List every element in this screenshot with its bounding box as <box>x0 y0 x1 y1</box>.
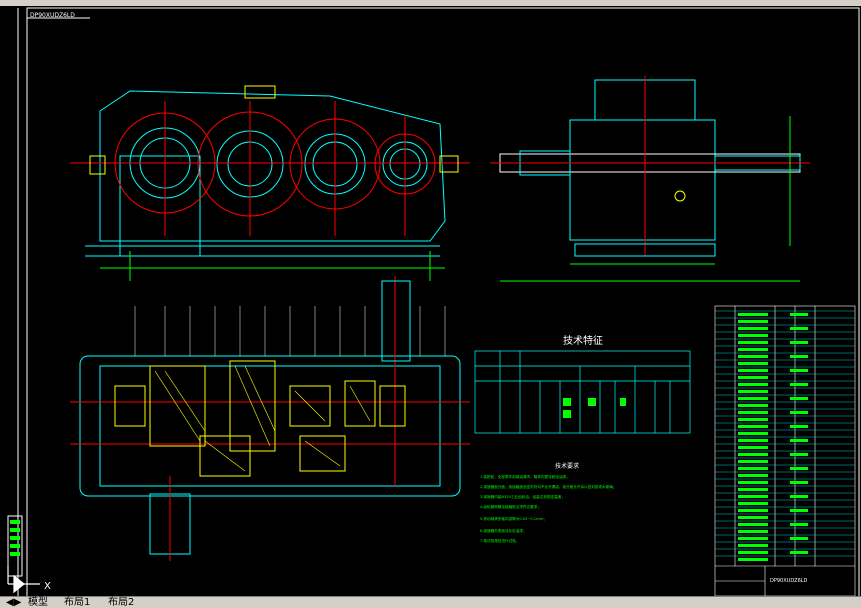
parts-row-text-mark <box>738 509 768 512</box>
parts-row-text-mark <box>738 488 768 491</box>
title-block-top-label: DP90XUDZ6LD <box>30 12 75 19</box>
parts-row-text-mark <box>790 411 808 414</box>
parts-row-text-mark <box>738 341 768 344</box>
parts-row-text-mark <box>738 495 768 498</box>
tab-layout2[interactable]: 布局2 <box>108 597 135 608</box>
parts-row-text-mark <box>738 362 768 365</box>
parts-row-text-mark <box>738 411 768 414</box>
ucs-x-label: X <box>44 581 51 592</box>
tech-req-line: 6.减速器外表面涂灰色油漆； <box>480 528 527 533</box>
parts-row-text-mark <box>738 530 768 533</box>
parts-row-text-mark <box>738 397 768 400</box>
ucs-icon <box>7 566 40 594</box>
parts-row-text-mark <box>790 453 808 456</box>
tab-nav-arrows[interactable]: ◀▶ <box>6 597 22 608</box>
front-view <box>70 85 470 281</box>
parts-row-text-mark <box>790 495 808 498</box>
technical-title: 技术特征 <box>563 334 603 347</box>
parts-row-text-mark <box>738 404 768 407</box>
parts-row-text-mark <box>738 425 768 428</box>
parts-row-text-mark <box>738 502 768 505</box>
parts-row-text-mark <box>738 467 768 470</box>
parts-row-text-mark <box>738 432 768 435</box>
parts-row-text-mark <box>738 320 768 323</box>
layer-legend <box>7 515 23 577</box>
parts-row-text-mark <box>738 537 768 540</box>
tech-req-line: 3.减速器内装N320工业齿轮油，油量达到规定高度； <box>480 494 565 499</box>
plan-view <box>70 276 470 561</box>
parts-row-text-mark <box>790 369 808 372</box>
drawing-border <box>26 7 860 599</box>
tech-req-line: 7.按试验规范进行试验。 <box>480 538 519 543</box>
tech-req-line: 5.滚动轴承的轴向游隙为0.05~0.1mm； <box>480 516 547 521</box>
parts-row-text-mark <box>738 376 768 379</box>
parts-row-text-mark <box>790 551 808 554</box>
parts-row-text-mark <box>790 341 808 344</box>
parts-row-text-mark <box>790 383 808 386</box>
parts-row-text-mark <box>790 467 808 470</box>
parts-row-text-mark <box>790 439 808 442</box>
parts-row-text-mark <box>738 355 768 358</box>
parts-row-text-mark <box>738 481 768 484</box>
tab-model[interactable]: 模型 <box>28 597 48 608</box>
parts-row-text-mark <box>790 313 808 316</box>
drawing-canvas[interactable]: DP90XUDZ6LD <box>0 6 861 599</box>
tech-req-line: 1.装配前，全部零件用煤油清洗，箱体内壁涂耐油油漆； <box>480 474 570 479</box>
parts-row-text-mark <box>738 460 768 463</box>
parts-row-text-mark <box>790 397 808 400</box>
parts-row-text-mark <box>738 418 768 421</box>
technical-table <box>474 350 691 434</box>
parts-row-text-mark <box>790 355 808 358</box>
parts-row-text-mark <box>790 523 808 526</box>
tech-req-list: 1.装配前，全部零件用煤油清洗，箱体内壁涂耐油油漆； 2.减速器剖分面、各接触面… <box>480 474 616 543</box>
tech-req-title: 技术要求 <box>555 462 579 470</box>
parts-row-text-mark <box>738 313 768 316</box>
parts-row-text-mark <box>738 523 768 526</box>
parts-row-text-mark <box>738 348 768 351</box>
cad-drawing: DP90XUDZ6LD <box>7 7 860 599</box>
parts-row-text-mark <box>738 558 768 561</box>
parts-row-text-mark <box>790 425 808 428</box>
tab-layout1[interactable]: 布局1 <box>64 597 91 608</box>
parts-row-text-mark <box>738 334 768 337</box>
parts-row-text-mark <box>738 544 768 547</box>
parts-row-text-mark <box>738 551 768 554</box>
parts-row-text-mark <box>790 481 808 484</box>
parts-row-text-mark <box>738 369 768 372</box>
tech-req-line: 2.减速器剖分面、各接触面及密封处均不允许漏油，剖分面允许涂以密封胶或水玻璃； <box>480 484 616 489</box>
parts-row-text-mark <box>738 453 768 456</box>
parts-row-text-mark <box>738 446 768 449</box>
parts-row-text-mark <box>738 383 768 386</box>
parts-row-text-mark <box>790 327 808 330</box>
tech-req-line: 4.齿轮副侧隙及接触斑点须符合要求； <box>480 504 541 509</box>
parts-row-text-mark <box>790 537 808 540</box>
layout-tabs: ◀▶ 模型 布局1 布局2 <box>0 596 861 608</box>
parts-row-text-mark <box>738 327 768 330</box>
parts-row-text-mark <box>790 509 808 512</box>
parts-row-text-mark <box>738 439 768 442</box>
parts-row-text-mark <box>738 516 768 519</box>
parts-row-text-mark <box>738 390 768 393</box>
drawing-no: DP90XUDZ6LD <box>770 578 808 584</box>
parts-row-text-mark <box>738 474 768 477</box>
side-view <box>490 76 810 282</box>
